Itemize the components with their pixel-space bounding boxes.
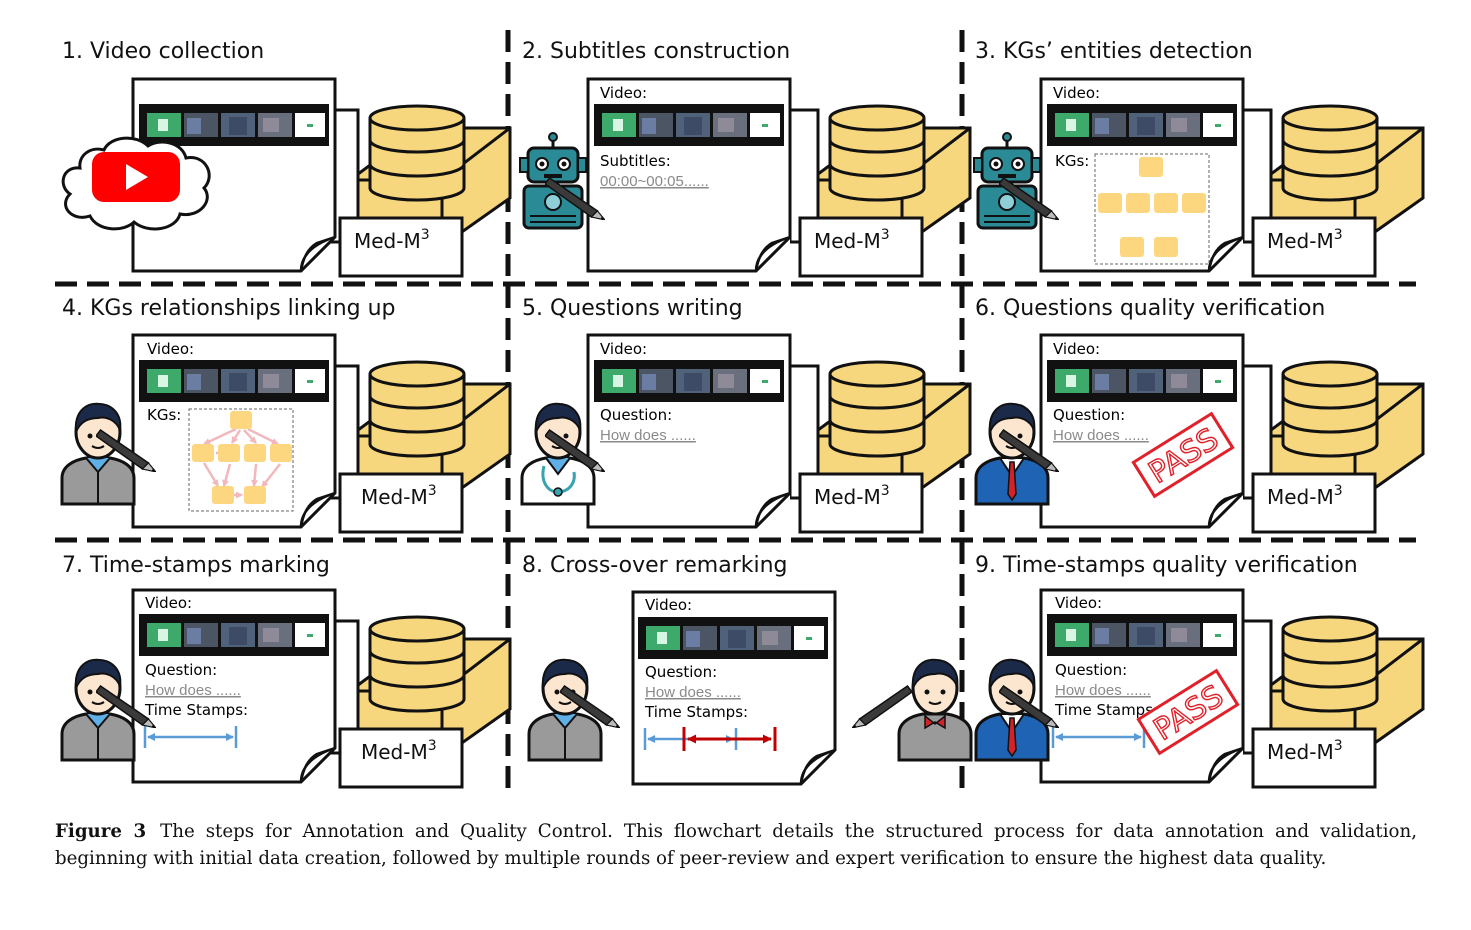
step-4-title: 4. KGs relationships linking up — [62, 296, 396, 321]
panel-9: Video: Question: How does ...... Time St… — [974, 588, 1425, 789]
filmstrip-icon — [1047, 104, 1237, 146]
kg-relations — [202, 427, 281, 499]
kg-panel — [1094, 153, 1210, 265]
filmstrip-icon — [594, 104, 784, 146]
filmstrip-icon — [1047, 360, 1237, 402]
question-label: Question: — [600, 406, 672, 424]
database-label: Med-M3 — [361, 483, 437, 509]
database-label: Med-M3 — [354, 227, 430, 253]
kgs-label: KGs: — [1055, 152, 1089, 170]
remark-time-stamp-arrow — [682, 727, 777, 751]
video-label: Video: — [600, 340, 647, 358]
question-label: Question: — [1053, 406, 1125, 424]
kg-node — [212, 486, 234, 504]
kg-node — [218, 444, 240, 462]
question-label: Question: — [1055, 661, 1127, 679]
time-stamps-label: Time Stamps: — [644, 703, 748, 721]
panel-3: Video: KGs: — [972, 77, 1425, 278]
kg-node — [1126, 193, 1150, 213]
panel-6: Video: Question: How does ...... PASS — [974, 333, 1425, 534]
annotation-flowchart: 1. Video collection 2. Subtitles constru… — [55, 30, 1425, 792]
panel-7: Video: Question: How does ...... Time St… — [60, 588, 512, 789]
kg-node — [244, 444, 266, 462]
step-2-title: 2. Subtitles construction — [522, 39, 790, 64]
database-label: Med-M3 — [814, 227, 890, 253]
panel-5: Video: Question: How does ...... — [520, 333, 972, 534]
panel-2: Video: Subtitles: 00:00~00:05...... — [518, 77, 972, 278]
subtitles-value: 00:00~00:05...... — [600, 173, 709, 190]
step-7-title: 7. Time-stamps marking — [62, 553, 330, 578]
kg-node — [1139, 157, 1163, 177]
subtitles-label: Subtitles: — [600, 152, 671, 170]
question-label: Question: — [145, 661, 217, 679]
kg-entities — [192, 411, 292, 504]
step-9-title: 9. Time-stamps quality verification — [975, 553, 1358, 578]
question-value: How does ...... — [145, 682, 241, 699]
step-1-title: 1. Video collection — [62, 39, 264, 64]
video-label: Video: — [145, 594, 192, 612]
database-label: Med-M3 — [1267, 738, 1343, 764]
kg-node — [270, 444, 292, 462]
caption-text: The steps for Annotation and Quality Con… — [55, 821, 1417, 869]
step-6-title: 6. Questions quality verification — [975, 296, 1325, 321]
filmstrip-icon — [638, 617, 828, 659]
question-label: Question: — [645, 663, 717, 681]
database-label: Med-M3 — [1267, 483, 1343, 509]
question-value: How does ...... — [645, 684, 741, 701]
video-label: Video: — [1053, 340, 1100, 358]
step-8-title: 8. Cross-over remarking — [522, 553, 788, 578]
kg-entities — [1098, 157, 1206, 257]
kg-panel — [188, 408, 294, 512]
kg-node — [230, 411, 252, 429]
kg-node — [1120, 237, 1144, 257]
kgs-label: KGs: — [147, 406, 181, 424]
panel-4: Video: KGs: — [60, 333, 512, 534]
video-label: Video: — [1055, 594, 1102, 612]
database-label: Med-M3 — [1267, 227, 1343, 253]
time-stamps-label: Time Stamps: — [1054, 701, 1158, 719]
kg-node — [192, 444, 214, 462]
step-5-title: 5. Questions writing — [522, 296, 743, 321]
video-label: Video: — [600, 84, 647, 102]
kg-node — [1098, 193, 1122, 213]
filmstrip-icon — [139, 614, 329, 656]
video-label: Video: — [1053, 84, 1100, 102]
kg-node — [1154, 193, 1178, 213]
time-stamp-arrow — [143, 726, 238, 748]
kg-node — [1182, 193, 1206, 213]
question-value: How does ...... — [1055, 682, 1151, 699]
kg-node — [244, 486, 266, 504]
filmstrip-icon — [139, 360, 329, 402]
filmstrip-icon — [594, 360, 784, 402]
panel-8: Video: Question: How does ...... Time St… — [527, 590, 973, 786]
database-label: Med-M3 — [361, 738, 437, 764]
database-labels: Med-M3 Med-M3 Med-M3 Med-M3 Med-M3 Med-M… — [354, 227, 1343, 764]
filmstrip-icon — [139, 104, 329, 146]
question-value: How does ...... — [1053, 427, 1149, 444]
filmstrip-icon — [1047, 614, 1237, 656]
kg-node — [1154, 237, 1178, 257]
caption-label: Figure 3 — [55, 821, 147, 842]
panel-1 — [61, 77, 512, 278]
panel-dividers — [55, 30, 1416, 792]
step-3-title: 3. KGs’ entities detection — [975, 39, 1253, 64]
question-value: How does ...... — [600, 427, 696, 444]
database-label: Med-M3 — [814, 483, 890, 509]
video-label: Video: — [147, 340, 194, 358]
video-label: Video: — [645, 596, 692, 614]
youtube-icon — [61, 136, 211, 231]
time-stamps-label: Time Stamps: — [144, 701, 248, 719]
